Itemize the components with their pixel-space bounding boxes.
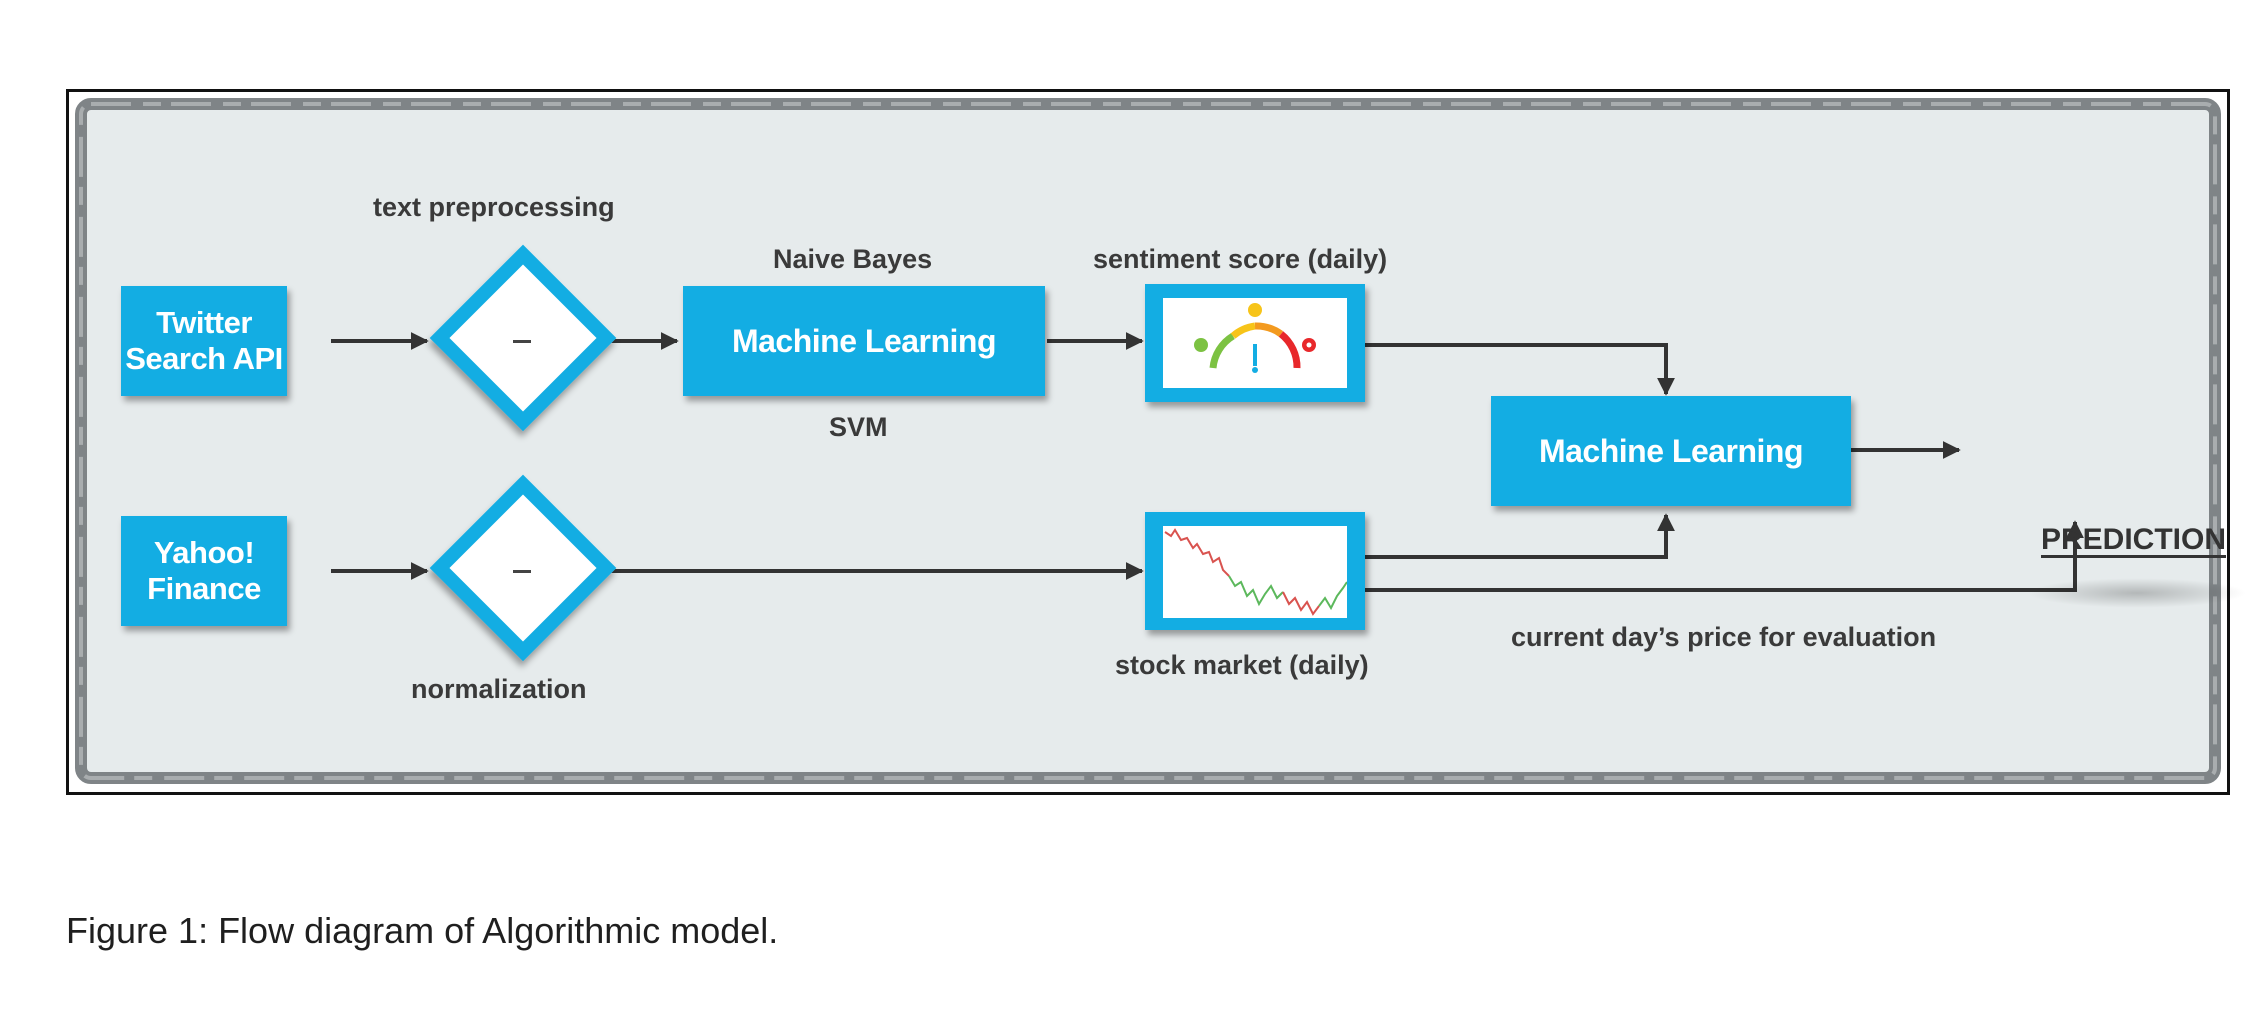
sentiment-score-label: sentiment score (daily) [1093, 244, 1388, 274]
figure-caption: Figure 1: Flow diagram of Algorithmic mo… [66, 910, 779, 951]
diagram-canvas [75, 98, 2221, 784]
sentiment-gauge-icon [1163, 298, 1347, 388]
machine-learning-final-box: Machine Learning [1491, 396, 1851, 506]
arrow-sentiment-to-final-ml [1365, 343, 1675, 396]
stock-market-panel [1145, 512, 1365, 630]
arrow-stock-to-final-ml [1365, 513, 1675, 559]
text-preprocessing-label: text preprocessing [373, 192, 615, 222]
prediction-label: PREDICTION [2041, 523, 2227, 556]
stock-chart-icon [1163, 526, 1347, 618]
prediction-shadow [2027, 578, 2247, 608]
sentiment-score-panel [1145, 284, 1365, 402]
arrow-stock-to-prediction [1365, 520, 2084, 592]
diagram-frame: Twitter Search API Yahoo! Finance Machin… [66, 89, 2247, 795]
normalization-label: normalization [411, 674, 587, 704]
minus-icon [513, 570, 531, 573]
minus-icon [513, 340, 531, 343]
twitter-search-api-box: Twitter Search API [121, 286, 287, 396]
yahoo-finance-box: Yahoo! Finance [121, 516, 287, 626]
current-price-label: current day’s price for evaluation [1511, 622, 1937, 652]
machine-learning-sentiment-box: Machine Learning [683, 286, 1045, 396]
stock-market-label: stock market (daily) [1115, 650, 1369, 680]
naive-bayes-label: Naive Bayes [773, 244, 933, 274]
svm-label: SVM [829, 412, 888, 442]
